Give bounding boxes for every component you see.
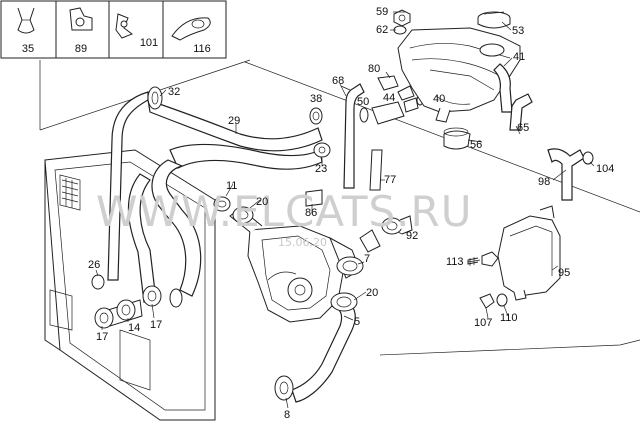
callout-38: 38	[310, 93, 322, 105]
hose-98	[547, 148, 585, 201]
callout-7: 7	[364, 253, 370, 265]
grommet-38	[309, 107, 323, 125]
callout-23: 23	[315, 163, 327, 175]
callout-92: 92	[406, 230, 418, 242]
clamp-17a	[94, 307, 114, 329]
legend-label: 116	[193, 43, 211, 55]
hose-41	[493, 63, 513, 113]
bolt-113	[467, 251, 499, 267]
hose-end	[169, 288, 183, 308]
nut-107	[479, 293, 495, 309]
clamp-17b	[142, 285, 162, 307]
callout-44: 44	[383, 92, 395, 104]
callout-62: 62	[376, 24, 388, 36]
hose-32	[107, 91, 149, 281]
callout-17a: 17	[96, 331, 108, 343]
legend-box: 35 89 101 116	[0, 0, 227, 59]
callout-26: 26	[88, 259, 100, 271]
strap-116-icon	[171, 17, 211, 41]
pipe-77	[369, 149, 383, 191]
legend-frame	[0, 0, 227, 59]
hose-center-left	[151, 159, 202, 297]
legend-label: 35	[22, 43, 34, 55]
callout-113: 113	[446, 256, 464, 268]
clamp-7	[336, 256, 364, 276]
clamp-26	[91, 274, 105, 290]
clamp-8	[274, 375, 294, 401]
clamp-23	[313, 142, 331, 158]
callout-104: 104	[596, 163, 614, 175]
callout-32: 32	[168, 86, 180, 98]
callout-20b: 20	[366, 287, 378, 299]
callout-98: 98	[538, 176, 550, 188]
clip-101-icon	[115, 13, 134, 39]
clip-80	[377, 75, 399, 91]
frame-line	[379, 339, 640, 356]
hose-68	[343, 83, 365, 189]
callout-29: 29	[228, 115, 240, 127]
nut-59	[393, 9, 411, 27]
clip-35-icon	[17, 7, 35, 34]
callout-77: 77	[384, 174, 396, 186]
callout-110: 110	[500, 312, 518, 324]
clamp-104	[582, 151, 594, 165]
sensor-44	[371, 101, 405, 125]
washer-110	[496, 293, 508, 307]
callout-20: 20	[256, 196, 268, 208]
callout-56: 56	[470, 139, 482, 151]
callout-50: 50	[357, 96, 369, 108]
hose-65	[509, 93, 533, 131]
callout-59: 59	[376, 6, 388, 18]
callout-5: 5	[354, 316, 360, 328]
leader-lines	[95, 11, 595, 409]
hose-center-far	[127, 173, 157, 303]
grommet-56	[443, 130, 471, 150]
seal-11	[213, 196, 231, 212]
clip-89-icon	[69, 7, 93, 31]
legend-label: 89	[75, 43, 87, 55]
callout-11: 11	[226, 180, 237, 192]
callout-86: 86	[305, 207, 317, 219]
callout-107: 107	[474, 317, 492, 329]
callout-41: 41	[513, 51, 525, 63]
watermark-text: WWW.ELCATS.RU	[96, 187, 472, 236]
callout-80: 80	[368, 63, 380, 75]
callout-14: 14	[128, 322, 140, 334]
seal-50	[359, 107, 369, 123]
watermark-date: 15.06.20	[278, 236, 327, 249]
callout-95: 95	[558, 267, 570, 279]
callout-65: 65	[517, 122, 529, 134]
cap-53	[477, 11, 511, 29]
callout-53: 53	[512, 25, 524, 37]
callout-8: 8	[284, 409, 290, 421]
legend-label: 101	[140, 37, 158, 49]
clamp-20b	[330, 292, 358, 312]
frame-line	[244, 61, 640, 213]
hose-29	[147, 99, 323, 152]
callout-40: 40	[433, 93, 445, 105]
clamp-32	[147, 86, 163, 110]
clamp-20	[232, 206, 254, 224]
reservoir-95	[497, 205, 561, 301]
bracket-86	[305, 189, 323, 207]
coupler-14	[116, 299, 136, 321]
callout-68: 68	[332, 75, 344, 87]
callout-17b: 17	[150, 319, 162, 331]
